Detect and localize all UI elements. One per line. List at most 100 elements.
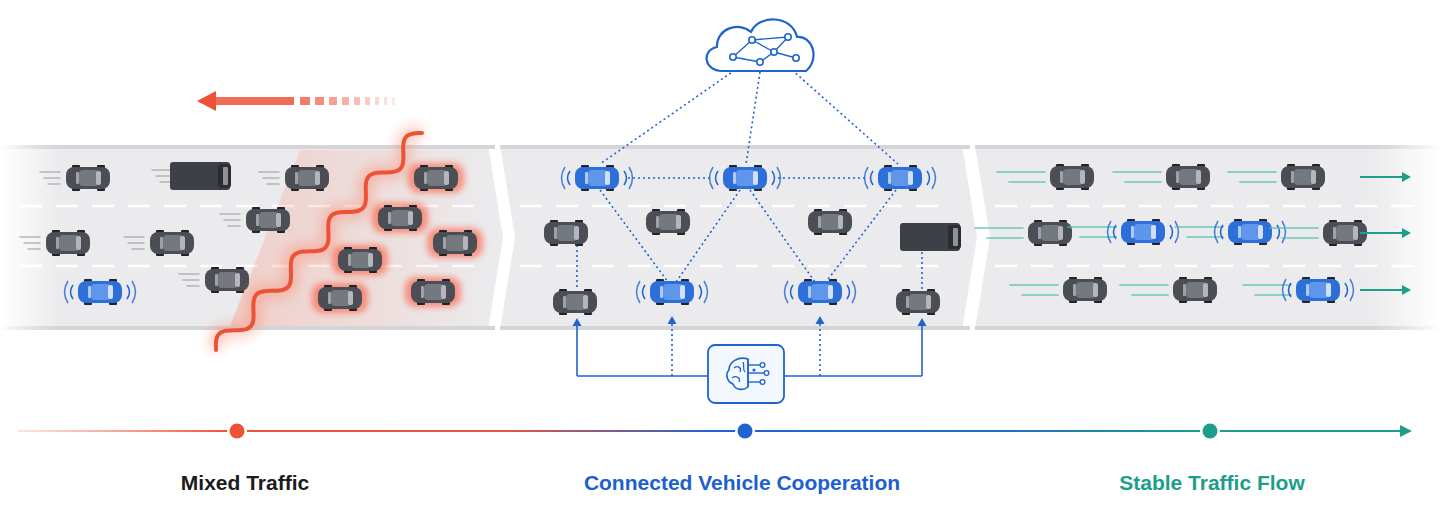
signal-arc xyxy=(127,285,130,299)
car-body xyxy=(1028,222,1072,244)
truck-cab xyxy=(948,225,961,249)
brain-icon xyxy=(727,358,769,389)
windshield xyxy=(444,171,449,185)
car xyxy=(220,207,290,233)
signal-arc xyxy=(710,167,714,189)
car-body xyxy=(553,291,597,313)
signal-arc xyxy=(772,171,775,185)
control-arrow-head xyxy=(816,316,825,324)
road-panel xyxy=(975,145,1440,330)
control-arrow xyxy=(576,324,578,376)
windshield xyxy=(1080,170,1085,184)
rear-window xyxy=(388,212,391,224)
speed-line xyxy=(187,285,199,287)
car xyxy=(40,165,110,191)
flow-arrow-head xyxy=(1402,285,1411,295)
car xyxy=(405,277,461,307)
rear-window xyxy=(295,172,298,184)
flow-line xyxy=(1125,181,1161,183)
car xyxy=(372,203,428,233)
signal-arc xyxy=(624,171,627,185)
flow-line xyxy=(1009,181,1045,183)
speed-line xyxy=(132,248,144,250)
rear-window xyxy=(1060,171,1063,183)
backward-arrow-dash xyxy=(354,97,360,105)
road-panel xyxy=(500,145,977,330)
car xyxy=(1113,164,1210,190)
rear-window xyxy=(906,296,909,308)
signal-arc xyxy=(865,167,869,189)
road-edge xyxy=(500,326,970,330)
car-body xyxy=(378,207,422,229)
car xyxy=(427,228,483,258)
backward-arrow-shaft xyxy=(214,97,294,105)
signal-arc xyxy=(71,285,74,299)
car-body xyxy=(150,232,194,254)
network-node xyxy=(793,55,799,61)
car-body xyxy=(46,232,90,254)
speed-line xyxy=(40,171,60,173)
car xyxy=(179,267,249,293)
rear-window xyxy=(1306,284,1309,296)
flow-arrow-shaft xyxy=(1360,176,1404,178)
backward-arrow-dash xyxy=(315,97,324,105)
windshield xyxy=(574,226,579,240)
windshield xyxy=(76,236,81,250)
speed-line xyxy=(48,183,60,185)
flow-line xyxy=(1132,294,1168,296)
windshield xyxy=(583,295,588,309)
speed-line xyxy=(124,236,144,238)
windshield xyxy=(1311,170,1316,184)
signal-arc xyxy=(1350,279,1354,301)
control-arrow xyxy=(671,322,673,376)
truck xyxy=(900,223,961,251)
rear-window xyxy=(563,296,566,308)
flow-line xyxy=(1282,237,1318,239)
signal-arc xyxy=(847,285,850,299)
rear-window xyxy=(1183,284,1186,296)
car-body xyxy=(1050,166,1094,188)
flow-line xyxy=(1120,284,1168,286)
signal-arc xyxy=(852,281,856,303)
backward-arrow-dash xyxy=(300,97,310,105)
rear-window xyxy=(733,172,736,184)
windshield xyxy=(108,285,113,299)
speed-line xyxy=(179,273,199,275)
speed-line xyxy=(263,177,279,179)
control-bus xyxy=(577,375,708,377)
car xyxy=(408,163,464,193)
rear-window xyxy=(818,216,821,228)
windshield xyxy=(1196,170,1201,184)
shockwave-line xyxy=(216,133,422,350)
speed-line xyxy=(20,236,40,238)
car xyxy=(544,220,588,246)
speed-line xyxy=(224,219,240,221)
windshield xyxy=(908,171,913,185)
lane-marking xyxy=(520,205,950,208)
control-bus xyxy=(784,375,922,377)
windshield xyxy=(96,171,101,185)
speed-line xyxy=(267,183,279,185)
signal-arc xyxy=(65,281,69,303)
car-body xyxy=(1228,221,1272,243)
car-body xyxy=(1063,279,1107,301)
network-node xyxy=(730,54,736,60)
control-arrow xyxy=(921,324,923,376)
flow-line xyxy=(1113,171,1161,173)
rear-window xyxy=(585,172,588,184)
windshield xyxy=(753,171,758,185)
car xyxy=(1270,220,1367,246)
speed-line xyxy=(24,242,40,244)
data-link xyxy=(826,190,896,282)
windshield xyxy=(1353,226,1358,240)
flow-line xyxy=(1022,294,1058,296)
ai-controller-box xyxy=(708,345,784,403)
car-body xyxy=(808,211,852,233)
rear-window xyxy=(328,292,331,304)
car-body xyxy=(338,249,382,271)
rear-window xyxy=(256,214,259,226)
lane-marking xyxy=(520,265,950,268)
signal-arc xyxy=(1175,221,1179,243)
windshield xyxy=(1326,283,1331,297)
